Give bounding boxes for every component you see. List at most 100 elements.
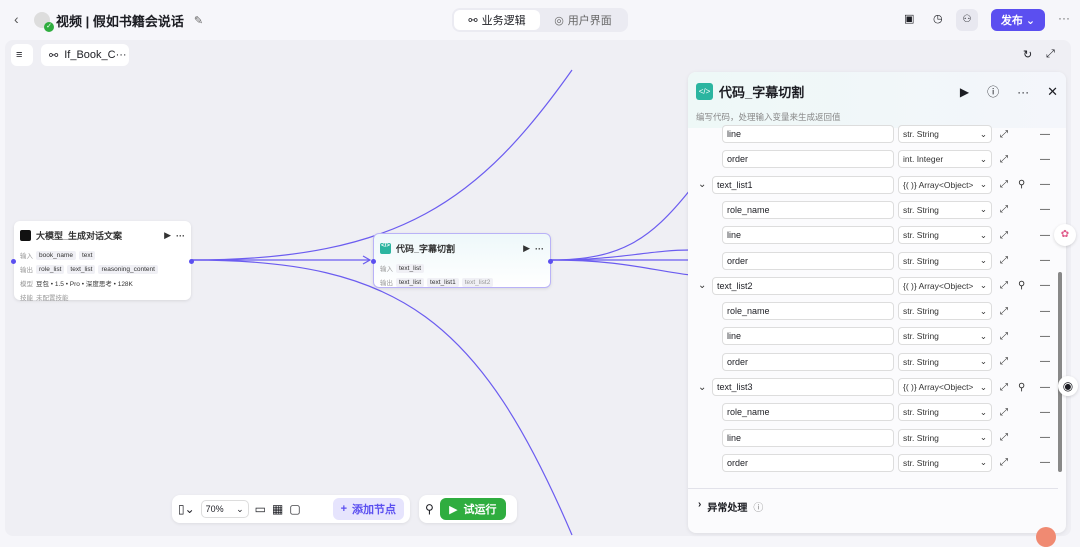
remove-icon[interactable]: — — [1040, 128, 1050, 140]
remove-icon[interactable]: — — [1040, 229, 1050, 241]
variable-type-select[interactable]: str. String⌄ — [898, 428, 992, 447]
close-icon[interactable]: ✕ — [1047, 83, 1058, 99]
variable-type-select[interactable]: str. String⌄ — [898, 403, 992, 422]
remove-icon[interactable]: — — [1040, 406, 1050, 418]
more-icon[interactable]: ··· — [1017, 84, 1030, 99]
variable-name-input[interactable]: order — [722, 453, 894, 472]
variable-name-input[interactable]: text_list3 — [712, 378, 894, 396]
chevron-down-icon[interactable]: ⌄ — [698, 179, 707, 191]
remove-icon[interactable]: — — [1040, 153, 1050, 165]
variable-name-input[interactable]: text_list1 — [712, 175, 894, 194]
expand-icon[interactable]: ⤢ — [1000, 229, 1008, 241]
variable-type-select[interactable]: str. String⌄ — [898, 352, 992, 371]
zoom-select[interactable]: 70%⌄ — [200, 500, 249, 518]
variable-name-input[interactable]: line — [722, 226, 894, 245]
variable-name-input[interactable]: line — [722, 428, 894, 447]
input-port[interactable] — [11, 259, 16, 264]
output-port[interactable] — [548, 259, 553, 264]
variable-type-select[interactable]: str. String⌄ — [898, 302, 992, 321]
variable-type-select[interactable]: int. Integer⌄ — [898, 150, 992, 169]
more-icon[interactable]: ··· — [1058, 11, 1070, 25]
add-node-button[interactable]: +添加节点 — [332, 498, 404, 520]
remove-icon[interactable]: — — [1040, 381, 1050, 393]
expand-icon[interactable]: ⤢ — [1000, 330, 1008, 342]
more-icon[interactable]: ··· — [535, 243, 544, 254]
variable-name-input[interactable]: order — [722, 352, 894, 371]
variable-name-input[interactable]: line — [722, 125, 894, 143]
mouse-mode-icon[interactable]: ▯⌄ — [178, 502, 195, 516]
expand-icon[interactable]: ⤢ — [1000, 432, 1008, 444]
input-port[interactable] — [371, 259, 376, 264]
float-handle[interactable]: ◉ — [1058, 376, 1078, 396]
add-child-icon[interactable]: ⚲ — [1018, 179, 1026, 191]
refresh-icon[interactable]: ↻ — [1023, 49, 1033, 61]
expand-icon[interactable]: ⤢ — [1000, 381, 1008, 393]
variable-type-select[interactable]: str. String⌄ — [898, 251, 992, 270]
expand-icon[interactable]: ⤢ — [1000, 457, 1008, 469]
add-child-icon[interactable]: ⚲ — [1018, 280, 1026, 292]
scrollbar[interactable] — [1058, 272, 1062, 472]
more-icon[interactable]: ··· — [176, 230, 185, 241]
debug-icon[interactable]: ⚲ — [425, 502, 434, 516]
variable-type-select[interactable]: {( )} Array<Object>⌄ — [898, 276, 992, 295]
archive-icon[interactable]: ▣ — [904, 13, 915, 25]
variable-type-select[interactable]: {( )} Array<Object>⌄ — [898, 378, 992, 396]
test-run-button[interactable]: ▶试运行 — [439, 498, 506, 520]
publish-button[interactable]: 发布 ⌄ — [991, 9, 1045, 31]
tab-business-logic[interactable]: ⚯业务逻辑 — [454, 10, 540, 30]
variable-name-input[interactable]: order — [722, 150, 894, 169]
history-icon[interactable]: ◷ — [933, 13, 943, 25]
expand-icon[interactable]: ⤢ — [1000, 305, 1008, 317]
expand-icon[interactable]: ⤢ — [1000, 356, 1008, 368]
remove-icon[interactable]: — — [1040, 204, 1050, 216]
help-icon[interactable]: ⓘ — [987, 85, 1000, 99]
variable-type-select[interactable]: str. String⌄ — [898, 327, 992, 346]
minimap-icon[interactable]: ▢ — [289, 502, 301, 516]
remove-icon[interactable]: — — [1040, 255, 1050, 266]
tab-user-interface[interactable]: ◎用户界面 — [554, 14, 612, 28]
variable-name-input[interactable]: role_name — [722, 403, 894, 422]
run-icon[interactable]: ▶ — [959, 84, 970, 99]
fullscreen-icon[interactable]: ⤢ — [1046, 48, 1055, 60]
comment-icon[interactable]: ▭ — [254, 502, 267, 516]
variable-type-select[interactable]: str. String⌄ — [898, 226, 992, 245]
remove-icon[interactable]: — — [1040, 457, 1050, 469]
expand-icon[interactable]: ⤢ — [1000, 280, 1008, 292]
variable-type-select[interactable]: str. String⌄ — [898, 200, 992, 219]
expand-icon[interactable]: ⤢ — [1000, 128, 1008, 140]
expand-icon[interactable]: ⤢ — [1000, 406, 1008, 418]
variable-type-select[interactable]: str. String⌄ — [898, 125, 992, 143]
sidebar-toggle-button[interactable]: ≡ — [11, 44, 33, 66]
chevron-down-icon[interactable]: ⌄ — [698, 280, 707, 292]
chevron-down-icon[interactable]: ⌄ — [698, 381, 707, 393]
variable-name-input[interactable]: text_list2 — [712, 276, 894, 295]
remove-icon[interactable]: — — [1040, 179, 1050, 191]
variable-name-input[interactable]: role_name — [722, 200, 894, 219]
expand-icon[interactable]: ⤢ — [1000, 153, 1008, 165]
add-child-icon[interactable]: ⚲ — [1018, 381, 1026, 393]
variable-type-select[interactable]: {( )} Array<Object>⌄ — [898, 175, 992, 194]
variable-name-input[interactable]: order — [722, 251, 894, 270]
remove-icon[interactable]: — — [1040, 432, 1050, 444]
layout-icon[interactable]: ▦ — [272, 502, 284, 516]
remove-icon[interactable]: — — [1040, 330, 1050, 342]
remove-icon[interactable]: — — [1040, 356, 1050, 368]
workflow-name-chip[interactable]: ⚯If_Book_C··· — [41, 44, 129, 66]
output-port[interactable] — [189, 259, 194, 264]
variable-type-select[interactable]: str. String⌄ — [898, 453, 992, 472]
collaborators-button[interactable]: ⚇ — [956, 9, 978, 31]
variable-name-input[interactable]: line — [722, 327, 894, 346]
expand-icon[interactable]: ⤢ — [1000, 179, 1008, 191]
remove-icon[interactable]: — — [1040, 305, 1050, 317]
mascot-icon[interactable] — [1036, 527, 1056, 547]
variable-name-input[interactable]: role_name — [722, 302, 894, 321]
expand-icon[interactable]: ⤢ — [1000, 204, 1008, 216]
edit-icon[interactable]: ✎ — [193, 15, 204, 27]
play-icon[interactable]: ▶ — [164, 230, 171, 240]
remove-icon[interactable]: — — [1040, 280, 1050, 292]
expand-icon[interactable]: ⤢ — [1000, 255, 1008, 266]
play-icon[interactable]: ▶ — [523, 243, 530, 253]
